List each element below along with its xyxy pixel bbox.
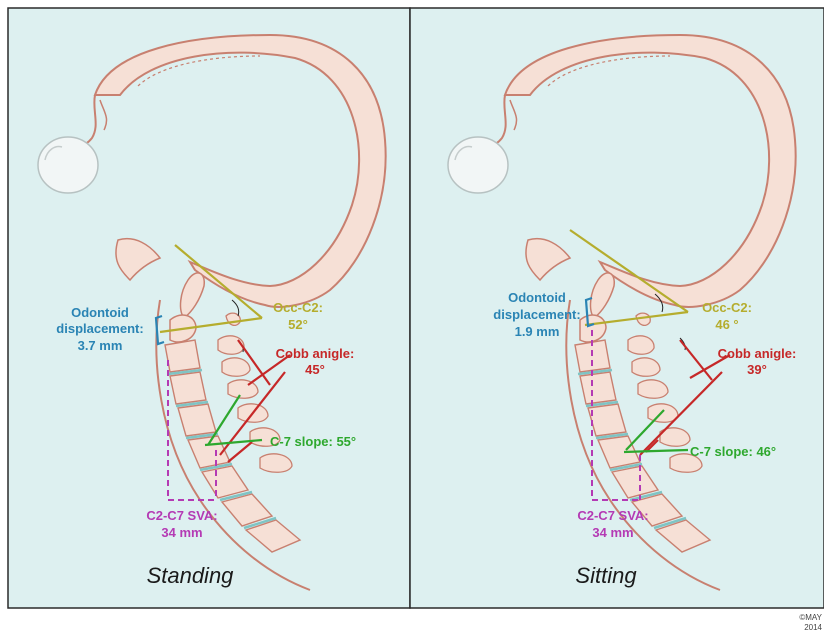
odontoid-label-line1: Odontoid	[71, 305, 129, 320]
panel-caption: Sitting	[575, 563, 637, 588]
cobb-value: 39°	[747, 362, 767, 377]
c7-slope-label: C-7 slope: 55°	[270, 434, 356, 449]
sva-value: 34 mm	[592, 525, 633, 540]
c7-slope-label: C-7 slope: 46°	[690, 444, 776, 459]
odontoid-value: 3.7 mm	[78, 338, 123, 353]
panel-sitting: Odontoid displacement: 1.9 mm Occ-C2: 46…	[410, 8, 824, 608]
copyright-line1: ©MAY	[799, 613, 822, 622]
odontoid-label-line2: displacement:	[493, 307, 580, 322]
cobb-label: Cobb anigle:	[276, 346, 355, 361]
odontoid-label-line1: Odontoid	[508, 290, 566, 305]
sva-value: 34 mm	[161, 525, 202, 540]
occ-c2-label: Occ-C2:	[273, 300, 323, 315]
odontoid-label-line2: displacement:	[56, 321, 143, 336]
copyright-line2: 2014	[804, 623, 822, 632]
sva-label: C2-C7 SVA:	[577, 508, 648, 523]
cobb-value: 45°	[305, 362, 325, 377]
occ-c2-value: 52°	[288, 317, 308, 332]
panel-caption: Standing	[147, 563, 235, 588]
occ-c2-label: Occ-C2:	[702, 300, 752, 315]
sva-label: C2-C7 SVA:	[146, 508, 217, 523]
odontoid-value: 1.9 mm	[515, 324, 560, 339]
occ-c2-value: 46 °	[715, 317, 738, 332]
panel-standing: Odontoid displacement: 3.7 mm Occ-C2: 52…	[8, 8, 410, 608]
cobb-label: Cobb anigle:	[718, 346, 797, 361]
